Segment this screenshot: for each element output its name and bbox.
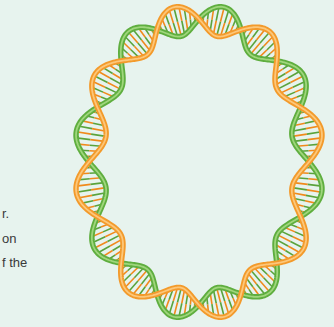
- text-fragment: r.: [2, 206, 9, 221]
- dna-strand: [76, 7, 322, 318]
- base-pairs: [76, 7, 322, 317]
- dna-strand-highlight: [76, 7, 322, 318]
- text-fragment: on: [2, 231, 16, 246]
- text-fragment: f the: [2, 255, 27, 270]
- dna-strand: [76, 7, 322, 318]
- dna-strand-highlight: [76, 7, 322, 318]
- dna-strands: [76, 7, 322, 318]
